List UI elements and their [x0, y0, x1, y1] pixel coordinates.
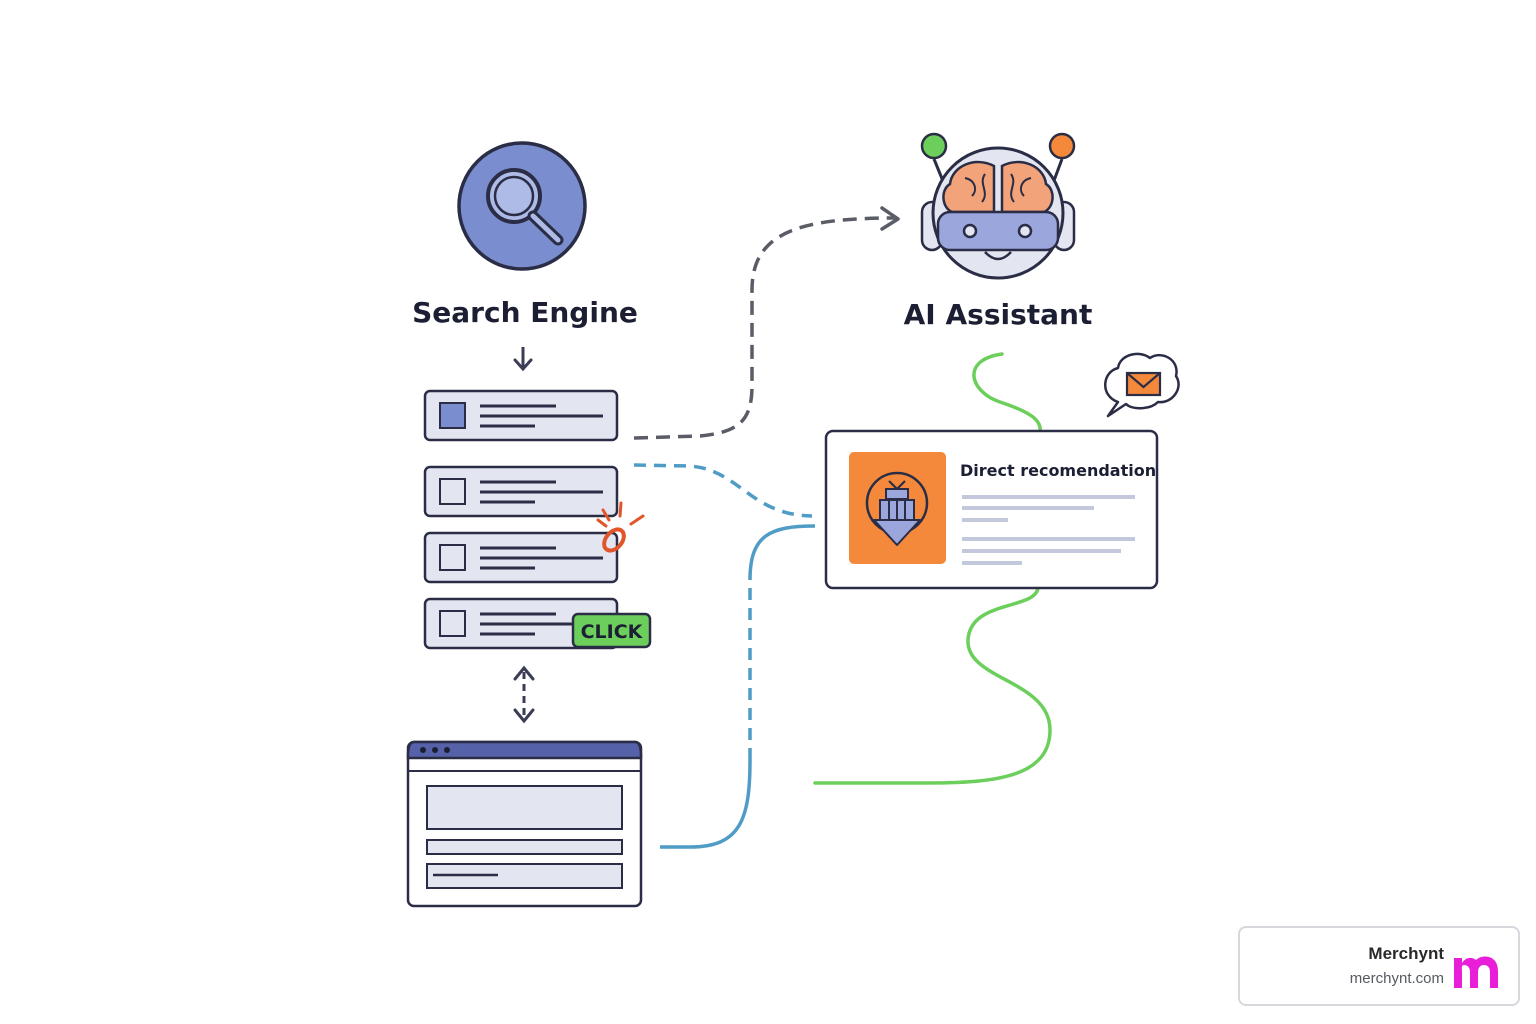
connector-website-to-card	[660, 759, 752, 849]
window-dot-icon	[432, 747, 438, 753]
green-path-top	[972, 352, 1042, 434]
window-dot-icon	[444, 747, 450, 753]
speech-bubble-icon	[1104, 352, 1180, 418]
website-window	[406, 740, 643, 908]
click-badge[interactable]: CLICK	[571, 612, 652, 649]
double-arrow-icon	[513, 665, 535, 724]
result-thumbnail	[439, 478, 466, 505]
recommendation-card[interactable]: Direct recomendation	[824, 429, 1159, 590]
connector-result2-to-card	[633, 463, 813, 518]
ai-assistant-label: AI Assistant	[904, 298, 1093, 331]
arrow-down-icon	[513, 347, 533, 372]
green-path-bottom	[813, 586, 1052, 785]
recommendation-title: Direct recomendation	[960, 461, 1156, 480]
search-engine-label: Search Engine	[412, 296, 638, 329]
arrowhead-to-ai	[880, 206, 900, 231]
envelope-icon	[1125, 371, 1162, 397]
result-thumbnail-filled	[439, 402, 466, 429]
magnifier-icon	[457, 141, 587, 271]
result-thumbnail	[439, 544, 466, 571]
robot-brain-icon	[920, 132, 1076, 280]
broken-link-icon	[596, 501, 645, 553]
window-dot-icon	[420, 747, 426, 753]
ship-medallion-icon	[865, 471, 929, 546]
antenna-green-icon	[920, 132, 948, 160]
search-result-3[interactable]	[423, 531, 619, 584]
click-badge-label: CLICK	[581, 621, 644, 643]
search-result-1[interactable]	[423, 389, 619, 442]
connector-card-entry	[748, 524, 816, 581]
brand-logo-icon	[1454, 956, 1498, 988]
connector-result-to-ai	[633, 216, 896, 440]
antenna-orange-icon	[1048, 132, 1076, 160]
brand-name: Merchynt	[1368, 944, 1444, 963]
search-result-2[interactable]	[423, 465, 619, 518]
brand-watermark: Merchynt merchynt.com	[1238, 926, 1520, 1006]
brand-url: merchynt.com	[1349, 970, 1444, 987]
result-thumbnail	[439, 610, 466, 637]
